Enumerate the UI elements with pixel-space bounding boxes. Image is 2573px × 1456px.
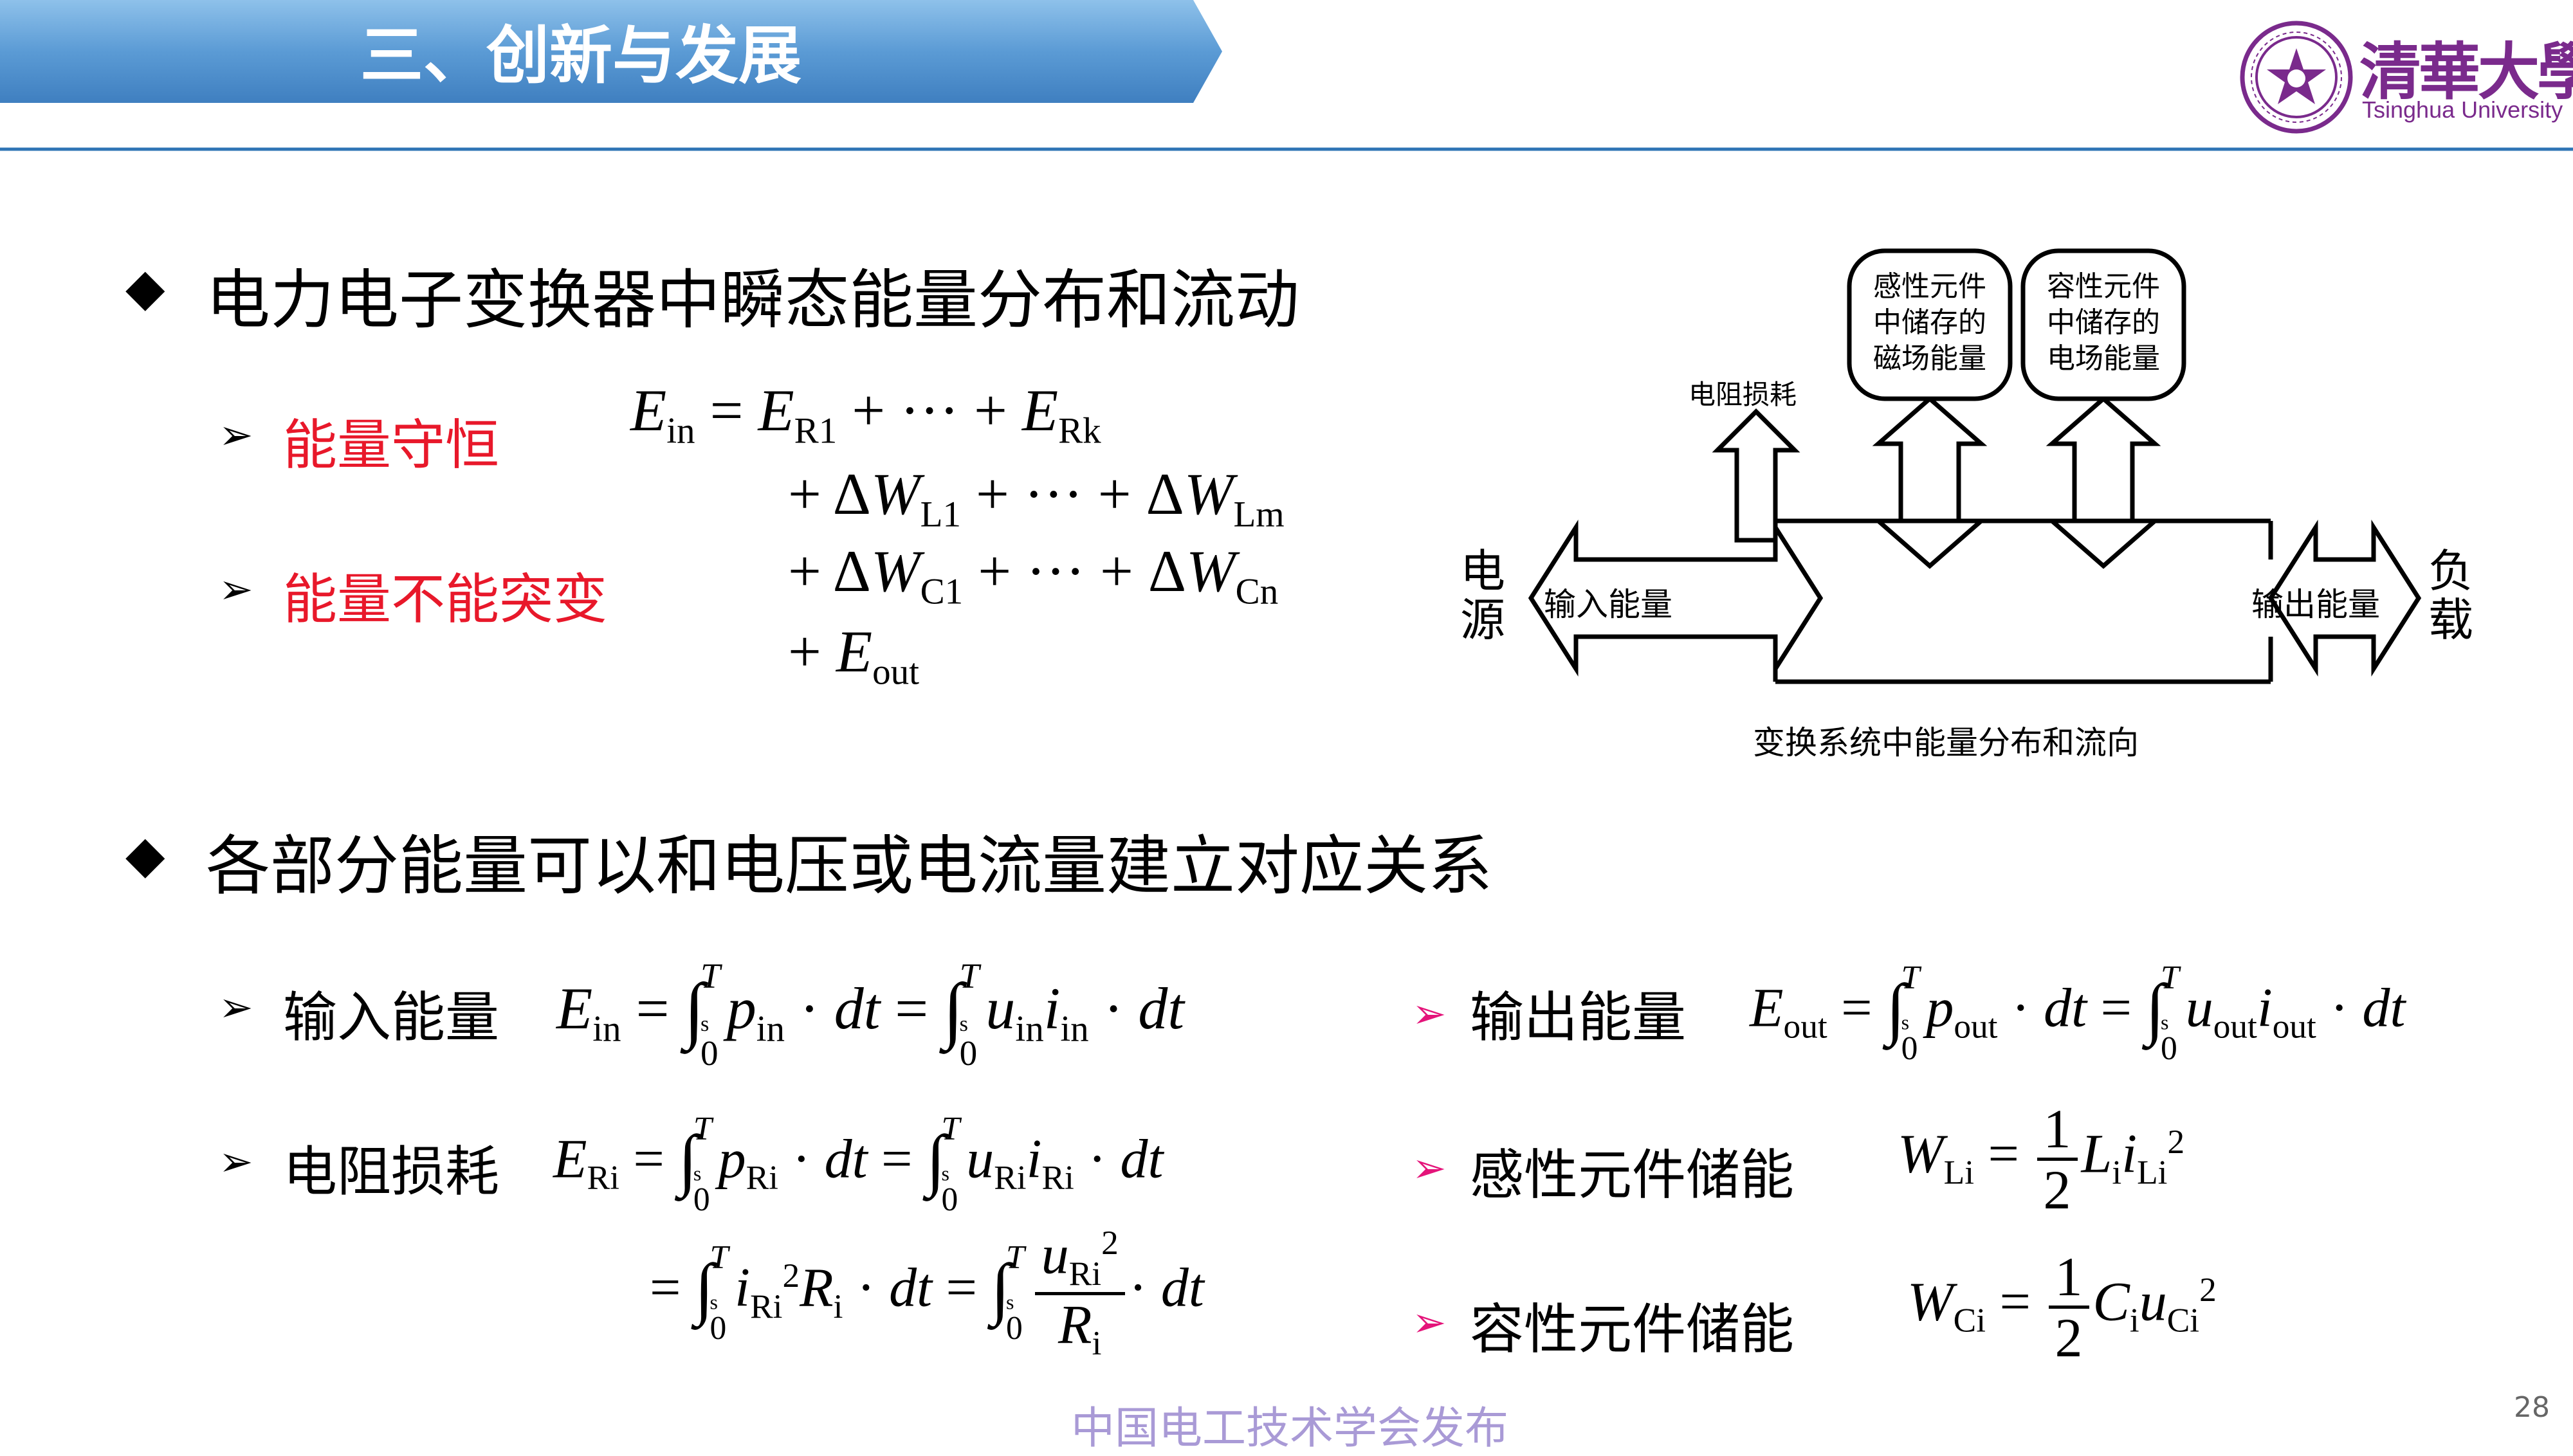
publisher-footer: 中国电工技术学会发布: [1071, 1403, 1509, 1454]
arrow-bullet-icon: ➢: [1412, 1145, 1447, 1192]
resistor-loss-label: 电阻损耗: [1689, 379, 1797, 410]
inductor-energy-label: 感性元件储能: [1470, 1143, 1795, 1206]
tsinghua-seal-icon: [2240, 21, 2353, 134]
section-title: 三、创新与发展: [360, 19, 802, 93]
section2-heading: 各部分能量可以和电压或电流量建立对应关系: [206, 828, 1492, 904]
output-energy-label: 输出能量: [1470, 986, 1687, 1049]
energy-balance-eq-line4: + Eout: [788, 619, 919, 693]
diamond-bullet-icon: ◆: [125, 824, 165, 884]
arrow-bullet-icon: ➢: [219, 566, 253, 614]
page-number: 28: [2514, 1391, 2550, 1424]
arrow-bullet-icon: ➢: [219, 412, 253, 459]
section1-heading: 电力电子变换器中瞬态能量分布和流动: [206, 262, 1299, 338]
energy-balance-eq-line1: Ein = ER1 + ··· + ERk: [630, 378, 1101, 451]
diagram-caption: 变换系统中能量分布和流向: [1753, 724, 2139, 761]
inductor-storage-box: 感性元件 中储存的 磁场能量: [1873, 270, 1986, 375]
university-logo-english: Tsinghua University: [2362, 96, 2563, 123]
capacitor-energy-label: 容性元件储能: [1470, 1298, 1795, 1361]
arrow-bullet-icon: ➢: [1412, 1299, 1447, 1347]
input-energy-arrow-label: 输入能量: [1544, 586, 1672, 623]
university-logo-text: 清華大學: [2359, 35, 2573, 108]
energy-balance-eq-line2: + ΔWL1 + ··· + ΔWLm: [788, 461, 1285, 535]
arrow-bullet-icon: ➢: [1412, 990, 1447, 1038]
arrow-bullet-icon: ➢: [219, 984, 253, 1032]
load-label: 负载: [2428, 545, 2473, 646]
power-source-label: 电源: [1460, 545, 1505, 646]
resistor-loss-item-label: 电阻损耗: [283, 1140, 500, 1203]
energy-balance-eq-line3: + ΔWC1 + ··· + ΔWCn: [788, 538, 1279, 612]
energy-conservation-label: 能量守恒: [283, 414, 500, 477]
no-abrupt-change-label: 能量不能突变: [283, 568, 608, 631]
output-energy-arrow-label: 输出能量: [2251, 586, 2380, 623]
input-energy-label: 输入能量: [283, 986, 500, 1049]
arrow-bullet-icon: ➢: [219, 1138, 253, 1186]
energy-flow-diagram: [1528, 248, 2422, 684]
header-banner: [0, 0, 2573, 151]
diamond-bullet-icon: ◆: [125, 257, 165, 317]
capacitor-storage-box: 容性元件 中储存的 电场能量: [2047, 270, 2160, 375]
